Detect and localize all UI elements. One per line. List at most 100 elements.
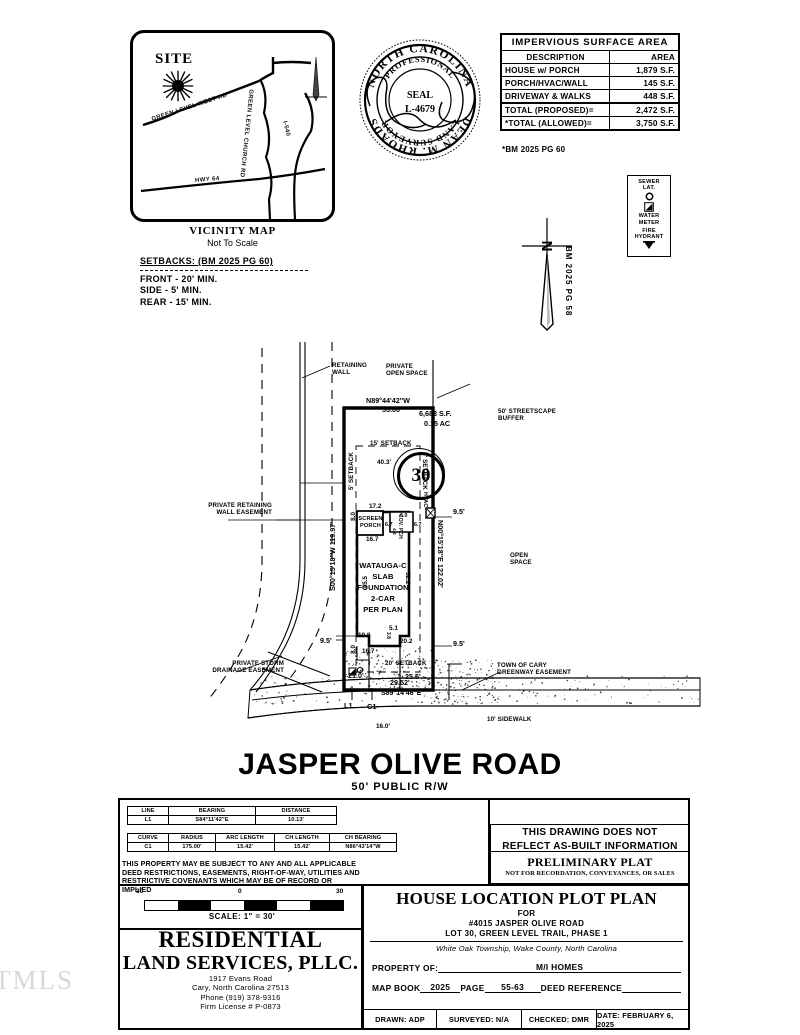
site-plan-drawing: 30 N89°44'42"W 55.00' 6,683 S.F. 0.15 AC… [0,0,800,800]
dim-40-3: 40.3' [377,459,391,466]
setback-15-label: 15' SETBACK [370,440,412,447]
setback-20-label: 20' SETBACK [385,660,427,667]
site-address: #4015 JASPER OLIVE ROAD [364,919,689,929]
line-table-r0-c0: L1 [128,816,169,825]
private-storm-easement-label: PRIVATE STORM DRAINAGE EASEMENT [196,660,284,674]
scale-left-label: 30 [136,888,143,895]
scale-text: SCALE: 1" = 30' [122,912,362,921]
preliminary-plat-notice: PRELIMINARY PLAT NOT FOR RECORDATION, CO… [490,852,690,884]
scale-right-label: 30 [336,888,343,895]
watermark: TMLS [0,965,74,996]
property-of-value: M/I HOMES [438,962,681,973]
firm-license: Firm License # P-0873 [118,1002,363,1011]
line-table-r0-c2: 10.13' [256,816,337,825]
deed-reference-label: DEED REFERENCE [541,983,622,993]
curve-table-r0-c2: 15.42' [216,843,275,852]
title-divider [370,941,683,942]
dim-5-1: 5.1 [389,625,398,632]
curve-table-header-1: RADIUS [169,834,216,843]
as-built-notice: THIS DRAWING DOES NOT REFLECT AS-BUILT I… [490,824,690,852]
dim-25-5: 25.5' [405,672,421,681]
curve-table-header-2: ARC LENGTH [216,834,275,843]
east-distance-label: 122.02' [436,564,445,588]
road-right-of-way: 50' PUBLIC R/W [110,781,690,793]
line-table-header-1: BEARING [169,807,256,816]
greenway-easement-label: TOWN OF CARY GREENWAY EASEMENT [497,662,571,676]
frame-line-notice [488,798,490,884]
map-book-row: MAP BOOK 2025 PAGE 55-63 DEED REFERENCE [364,980,689,993]
frame-line-mid [118,884,690,886]
dim-6-0: 6.0 [400,513,408,519]
map-book-value: 2025 [420,982,460,993]
east-bearing-distance: N00°15'18"E 122.02' [436,520,445,588]
road-name: JASPER OLIVE ROAD [110,748,690,782]
dim-16-0: 16.0' [376,723,390,730]
line-table-header-0: LINE [128,807,169,816]
dim-3-8: 3.8 [385,632,391,639]
dim-45-5: 45.5 [362,576,369,588]
firm-address: 1917 Evans Road [118,974,363,983]
table-row: L1 S84°11'42"E 10.13' [128,816,337,825]
screen-porch-line-2: PORCH [358,523,383,530]
page-label: PAGE [460,983,484,993]
hvac-label: HVAC [421,492,428,507]
preliminary-subtitle: NOT FOR RECORDATION, CONVEYANCES, OR SAL… [491,870,689,877]
house-per-plan: PER PLAN [355,604,411,615]
house-garage: 2-CAR [355,593,411,604]
curve-table-header-0: CURVE [128,834,169,843]
north-distance-label: 55.00' [382,405,402,414]
title-block-footer: DRAWN: ADP SURVEYED: N/A CHECKED: DMR DA… [364,1009,689,1029]
firm-block: RESIDENTIAL LAND SERVICES, PLLC. 1917 Ev… [118,928,363,1012]
firm-city: Cary, North Carolina 27513 [118,983,363,992]
south-bearing-label: S89°14'46"E [381,690,421,697]
private-retaining-easement-label: PRIVATE RETAINING WALL EASEMENT [196,502,272,516]
retaining-wall-label: RETAINING WALL [332,362,367,376]
dim-8-0a: 8.0 [350,512,357,521]
frame-line-center [361,884,363,1030]
curve-table-r0-c1: 175.00' [169,843,216,852]
screen-porch-line-1: SCREEN [358,516,383,523]
curve-table-r0-c0: C1 [128,843,169,852]
dim-9-5-right-bot: 9.5' [453,639,465,648]
curve-table-header-3: CH LENGTH [275,834,330,843]
curve-table-header-4: CH BEARING [330,834,397,843]
firm-name-line-1: RESIDENTIAL [118,928,363,952]
dim-10-8: 10.8 [358,632,370,639]
line-table: LINE BEARING DISTANCE L1 S84°11'42"E 10.… [127,806,337,825]
cov-line-2: PCH [397,528,403,539]
dim-9-5-right-top: 9.5' [453,507,465,516]
page-value: 55-63 [485,982,541,993]
scale-mid-label: 0 [238,888,242,895]
surveyed-by: SURVEYED: N/A [437,1010,522,1029]
dim-9-5-left: 9.5' [320,636,332,645]
house-model-name: WATAUGA-C [355,560,411,571]
frame-line-top [118,798,690,800]
property-of-row: PROPERTY OF: M/I HOMES [364,960,689,973]
dim-6-7b: 6.7 [414,522,422,528]
dim-17-2: 17.2 [369,503,381,510]
open-space-label: OPEN SPACE [510,552,532,566]
setback-5-right-label: 5' SETBACK [421,452,428,490]
dim-21-0: 21.0' [348,671,364,680]
as-built-line-1: THIS DRAWING DOES NOT [491,825,689,839]
as-built-line-2: REFLECT AS-BUILT INFORMATION [491,839,689,853]
preliminary-title: PRELIMINARY PLAT [491,852,689,870]
checked-by: CHECKED: DMR [522,1010,597,1029]
title-block: HOUSE LOCATION PLOT PLAN FOR #4015 JASPE… [363,884,690,1030]
dim-16-7b: 16.7 [362,648,374,655]
east-bearing-label: N00°15'18"E [436,520,445,562]
scale-bar-group: 30 0 30 SCALE: 1" = 30' [122,888,362,928]
firm-phone: Phone (919) 378-9316 [118,993,363,1002]
streetscape-buffer-label: 50' STREETSCAPE BUFFER [498,408,556,422]
dim-4-4: 4.4 [391,528,396,535]
drawn-by: DRAWN: ADP [364,1010,437,1029]
frame-line-bottom [118,1028,690,1030]
north-bearing-label: N89°44'42"W [366,396,410,405]
curve-tag-c1: C1 [367,702,376,711]
private-open-space-label: PRIVATE OPEN SPACE [386,363,428,377]
line-tag-l1: L1 [344,701,353,710]
curve-table-r0-c3: 15.42' [275,843,330,852]
west-bearing-distance: S00°15'18"W 119.97' [328,522,337,591]
line-table-r0-c1: S84°11'42"E [169,816,256,825]
lot-area-ac: 0.15 AC [424,419,450,428]
